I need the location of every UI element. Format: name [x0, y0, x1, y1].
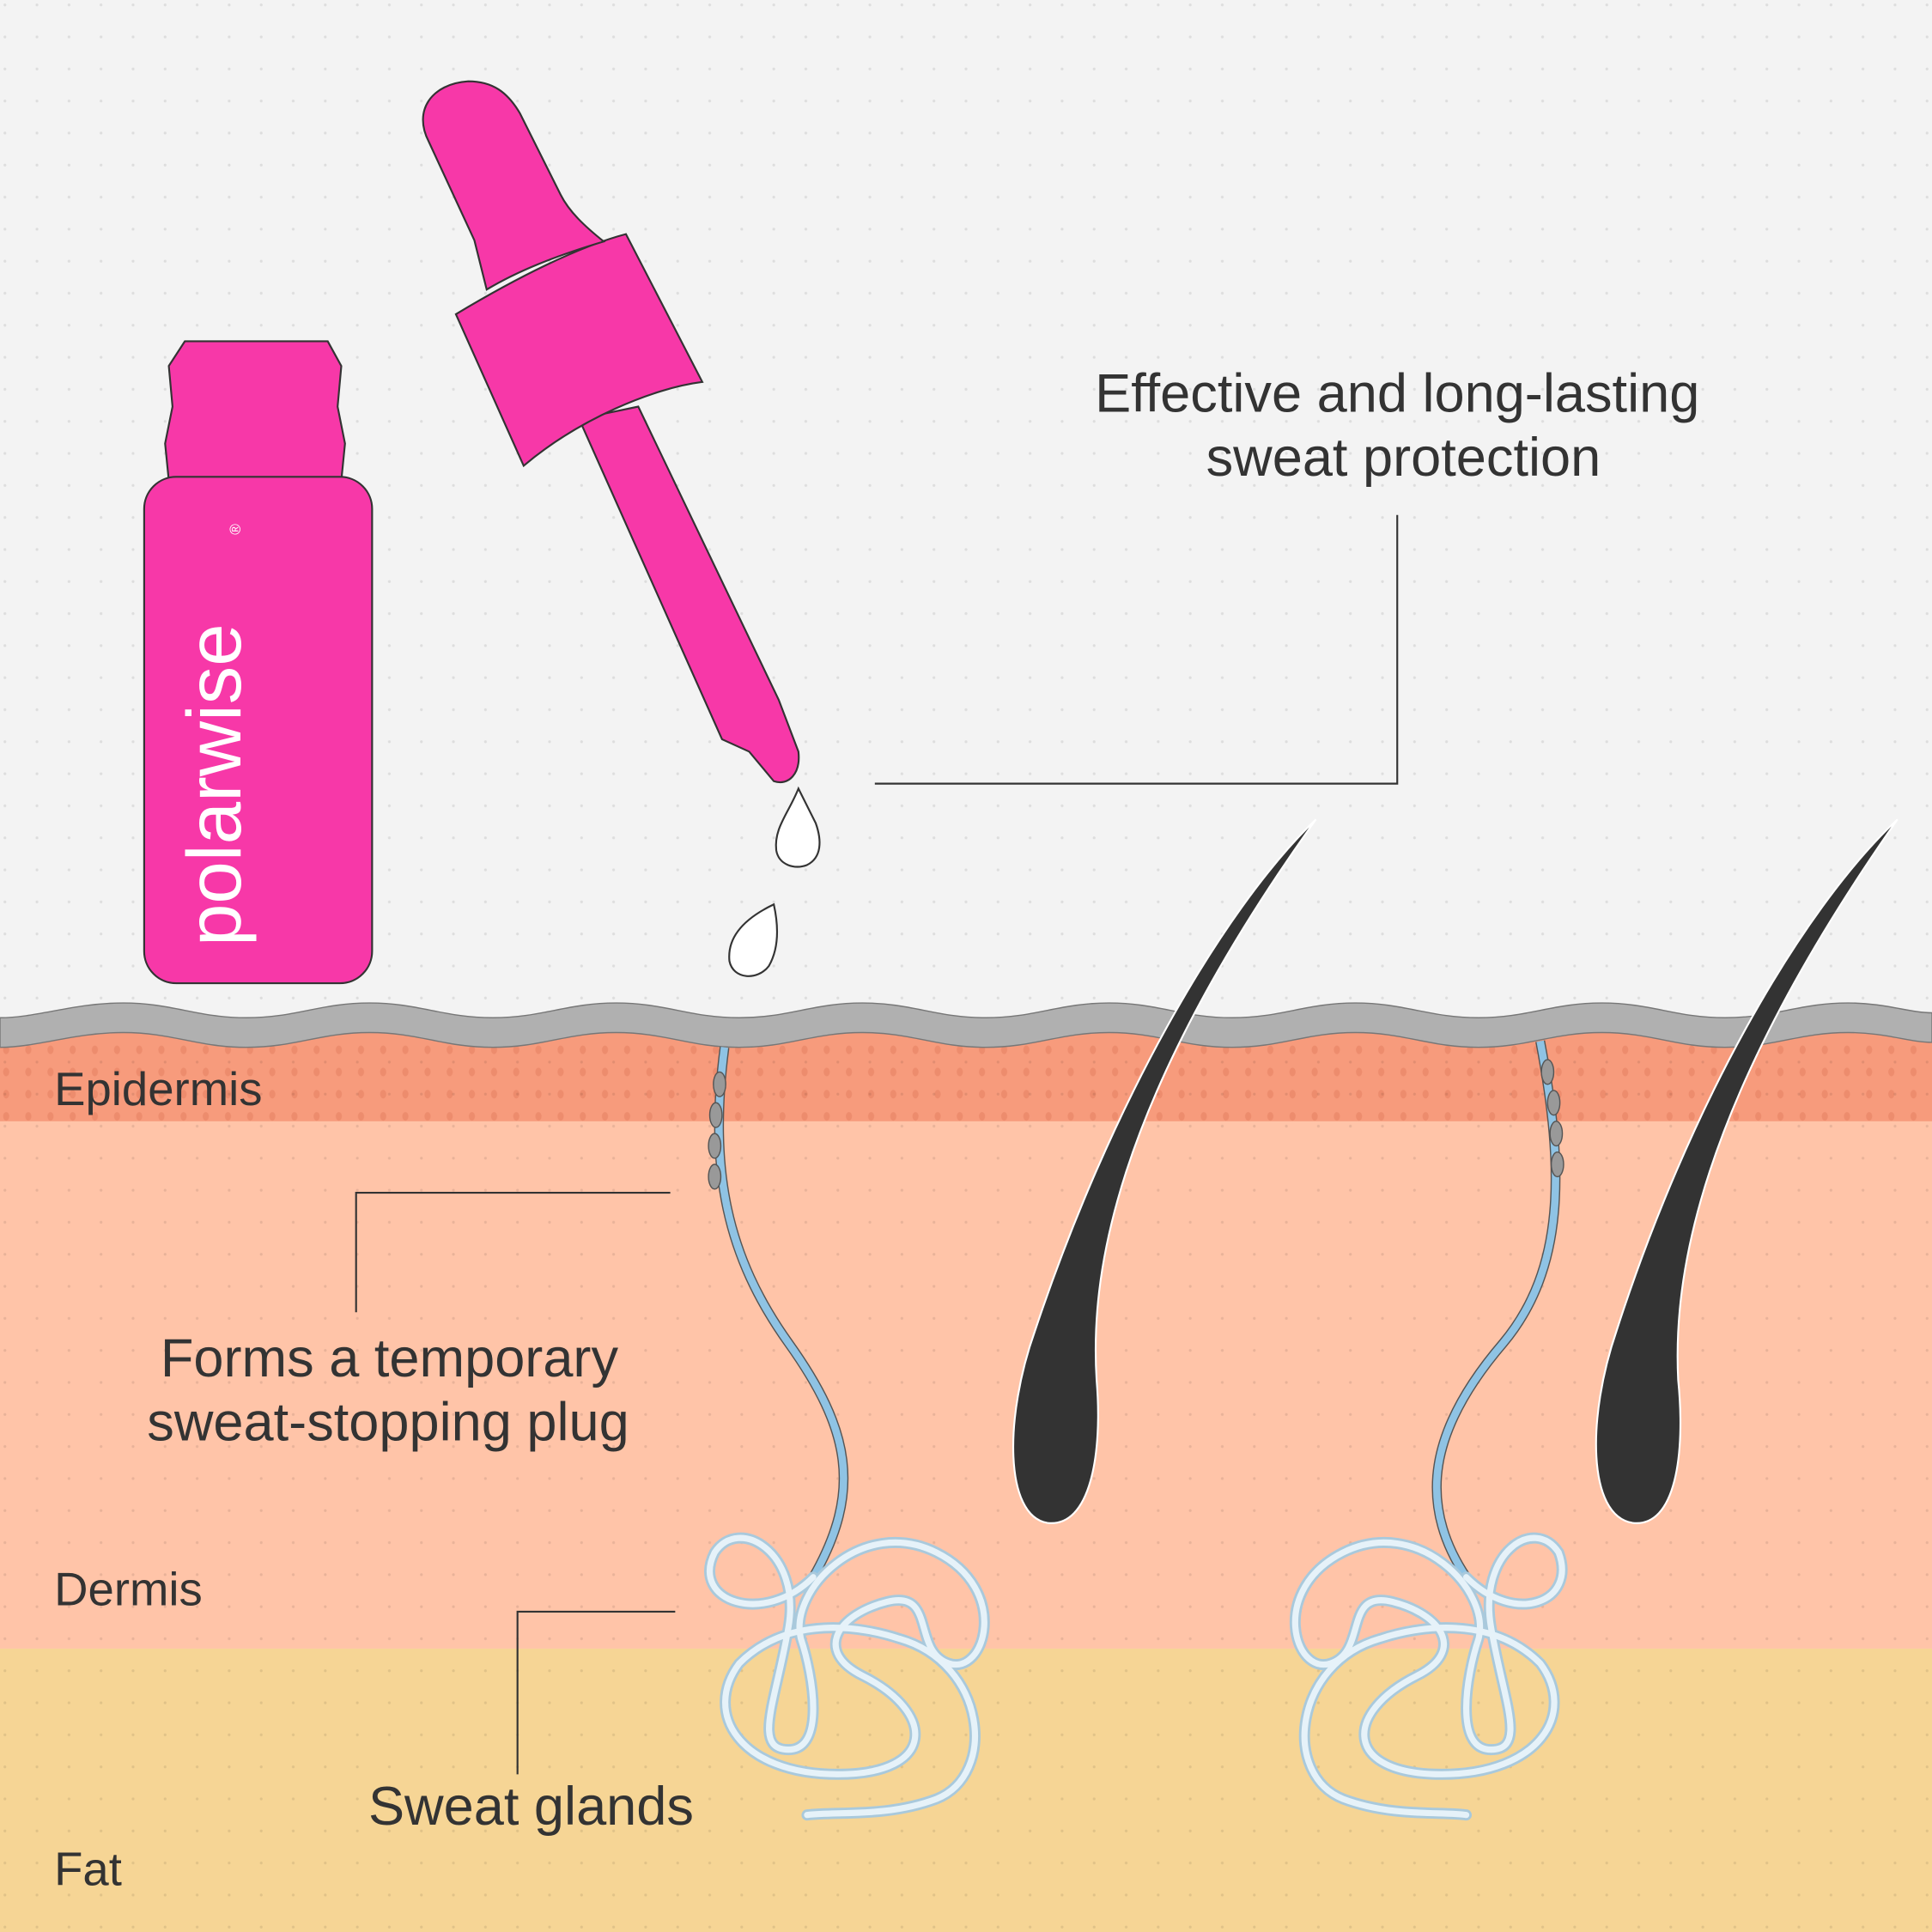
sweat-gland-right-inner [1291, 1534, 1565, 1819]
droplet-1 [775, 786, 821, 868]
plug-callout-line1: Forms a temporary [161, 1328, 619, 1388]
bottle-body [143, 476, 374, 985]
brand-logo: polarwise [171, 623, 257, 946]
stratum-corneum [0, 1002, 1932, 1048]
dropper [422, 80, 800, 784]
sweat-duct-right [1431, 1040, 1564, 1580]
protection-callout-line1: Effective and long-lasting [1095, 363, 1699, 423]
fat-label: Fat [54, 1843, 122, 1895]
product-bottle: polarwise ® [143, 340, 374, 985]
glands-callout: Sweat glands [368, 1777, 694, 1837]
sweat-duct-left [708, 1046, 849, 1580]
callout-line-plug [355, 1191, 671, 1313]
epidermis-label: Epidermis [54, 1063, 262, 1115]
bottle-neck [164, 340, 346, 482]
plug-callout-line2: sweat-stopping plug [147, 1392, 629, 1452]
callout-line-protection [874, 514, 1399, 785]
registered-mark: ® [227, 524, 244, 535]
callout-line-glands [516, 1610, 676, 1775]
dropper-cap [454, 233, 704, 468]
dermis-label: Dermis [54, 1564, 203, 1616]
sweat-gland-left-inner [707, 1534, 987, 1819]
dropper-tube [577, 405, 800, 784]
hair-right [1595, 818, 1899, 1524]
dropper-bulb [422, 80, 606, 291]
droplet-2 [728, 902, 778, 977]
hair-left [1012, 818, 1317, 1524]
protection-callout-line2: sweat protection [1206, 428, 1601, 488]
